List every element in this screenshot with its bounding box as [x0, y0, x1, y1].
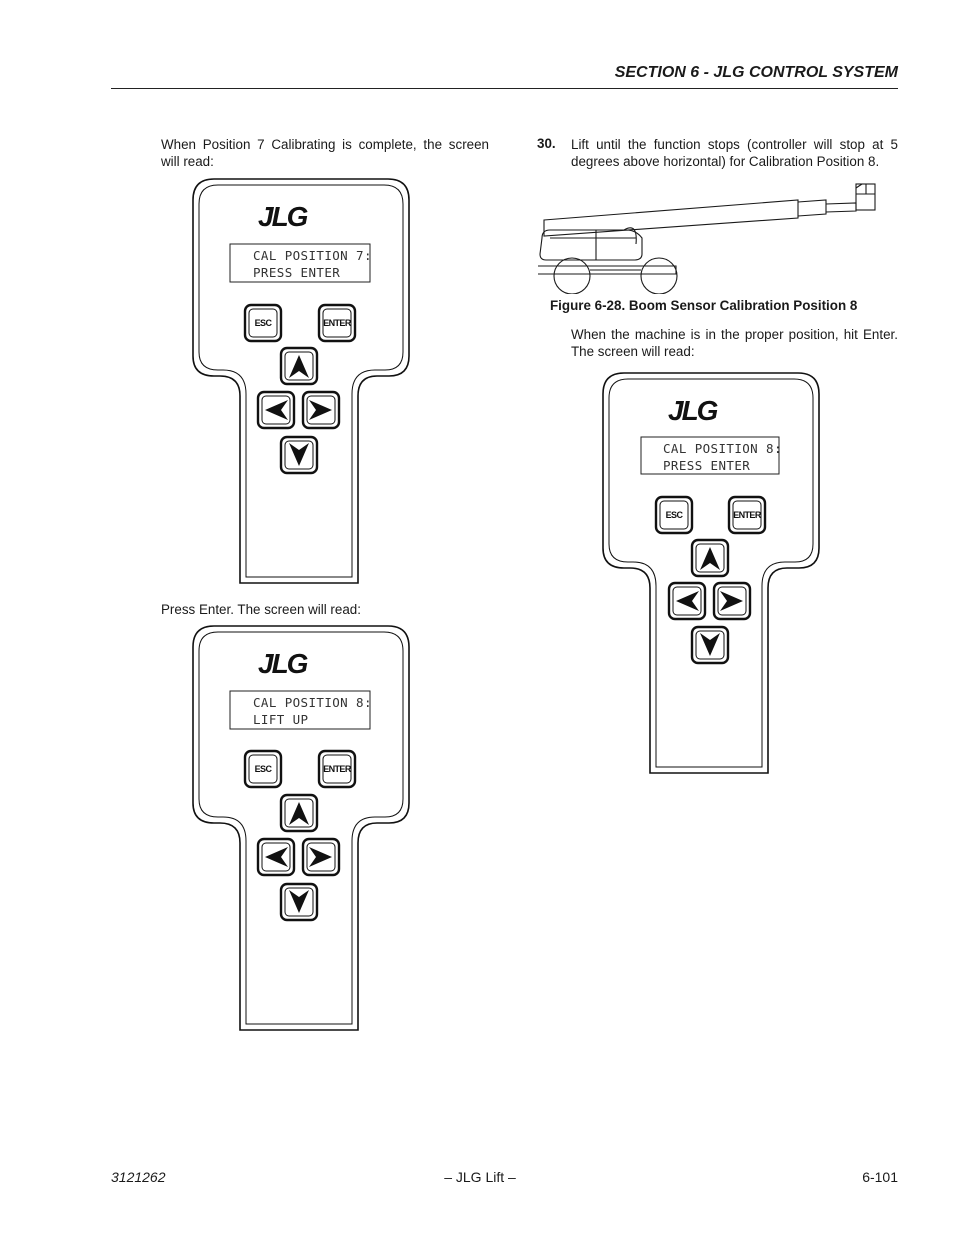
enter-label: ENTER [323, 318, 352, 328]
press-enter-paragraph: Press Enter. The screen will read: [161, 602, 361, 617]
enter-label: ENTER [733, 510, 762, 520]
header-rule [111, 88, 898, 89]
analyzer-device: JLG CAL POSITION 8: PRESS ENTER ESC ENTE… [602, 372, 820, 776]
page-number: 6-101 [862, 1169, 898, 1185]
esc-button[interactable]: ESC [243, 749, 283, 789]
lcd-line-1: CAL POSITION 8: [253, 695, 372, 710]
left-arrow-button[interactable] [256, 837, 296, 877]
jlg-logo: JLG [668, 395, 718, 426]
arrow-up-icon [289, 355, 309, 378]
up-arrow-button[interactable] [279, 346, 319, 386]
esc-label: ESC [255, 318, 273, 328]
lcd-line-1: CAL POSITION 8: [663, 441, 782, 456]
esc-label: ESC [255, 764, 273, 774]
arrow-up-icon [700, 547, 720, 570]
footer-center-text: – JLG Lift – [444, 1169, 516, 1185]
figure-caption: Figure 6-28. Boom Sensor Calibration Pos… [550, 298, 858, 313]
arrow-right-icon [309, 847, 332, 867]
enter-button[interactable]: ENTER [727, 495, 767, 535]
arrow-down-icon [700, 633, 720, 656]
lcd-line-2: PRESS ENTER [253, 265, 340, 280]
jlg-logo: JLG [258, 648, 308, 679]
lcd-line-1: CAL POSITION 7: [253, 248, 372, 263]
arrow-right-icon [309, 400, 332, 420]
right-arrow-button[interactable] [301, 390, 341, 430]
doc-number: 3121262 [111, 1169, 166, 1185]
enter-button[interactable]: ENTER [317, 303, 357, 343]
arrow-left-icon [676, 591, 699, 611]
left-arrow-button[interactable] [256, 390, 296, 430]
arrow-left-icon [265, 400, 288, 420]
analyzer-device: JLG CAL POSITION 7: PRESS ENTER ESC ENTE… [192, 178, 410, 586]
up-arrow-button[interactable] [279, 793, 319, 833]
lcd-line-2: LIFT UP [253, 712, 308, 727]
lcd-display: CAL POSITION 7: PRESS ENTER [229, 243, 372, 283]
lcd-display: CAL POSITION 8: PRESS ENTER [640, 436, 782, 475]
right-arrow-button[interactable] [301, 837, 341, 877]
arrow-left-icon [265, 847, 288, 867]
arrow-down-icon [289, 890, 309, 913]
arrow-down-icon [289, 443, 309, 466]
arrow-up-icon [289, 802, 309, 825]
up-arrow-button[interactable] [690, 538, 730, 578]
jlg-logo: JLG [258, 201, 308, 232]
step-number: 30. [537, 136, 556, 151]
left-arrow-button[interactable] [667, 581, 707, 621]
enter-label: ENTER [323, 764, 352, 774]
down-arrow-button[interactable] [279, 435, 319, 475]
esc-button[interactable]: ESC [243, 303, 283, 343]
arrow-right-icon [720, 591, 743, 611]
boom-illustration [536, 178, 881, 299]
esc-button[interactable]: ESC [654, 495, 694, 535]
proper-position-paragraph: When the machine is in the proper positi… [571, 327, 898, 359]
lcd-line-2: PRESS ENTER [663, 458, 750, 473]
lcd-display: CAL POSITION 8: LIFT UP [229, 690, 372, 730]
right-arrow-button[interactable] [712, 581, 752, 621]
down-arrow-button[interactable] [279, 882, 319, 922]
enter-button[interactable]: ENTER [317, 749, 357, 789]
step-text: Lift until the function stops (controlle… [571, 137, 898, 169]
down-arrow-button[interactable] [690, 625, 730, 665]
analyzer-device: JLG CAL POSITION 8: LIFT UP ESC ENTER [192, 625, 410, 1033]
intro-paragraph: When Position 7 Calibrating is complete,… [161, 137, 489, 169]
esc-label: ESC [666, 510, 684, 520]
section-title: SECTION 6 - JLG CONTROL SYSTEM [614, 64, 898, 81]
